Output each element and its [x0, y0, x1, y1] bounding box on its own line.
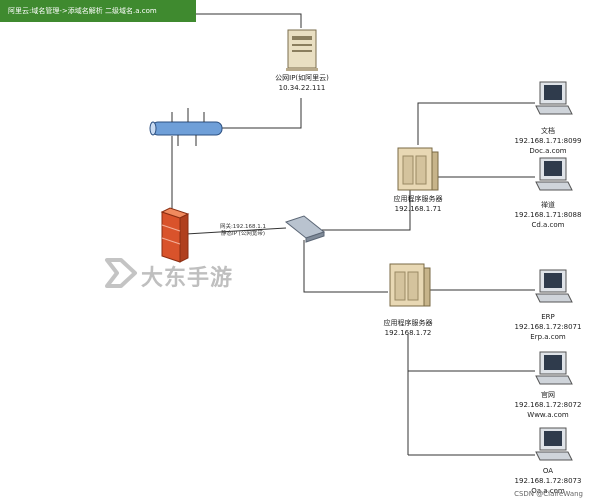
pc-docs-addr: 192.168.1.71:8099	[514, 137, 582, 145]
switch-icon	[284, 215, 326, 243]
pc-docs-name: 文档	[541, 127, 555, 135]
line-switch-to-server2	[303, 240, 388, 293]
public-server-label: 公网IP(如阿里云) 10.34.22.111	[262, 73, 342, 93]
pc-erp-addr: 192.168.1.72:8071	[514, 323, 582, 331]
app-server-1-icon	[397, 147, 439, 191]
app-server-2-icon	[389, 263, 431, 307]
pc-site-label: 官网 192.168.1.72:8072 Www.a.com	[510, 390, 586, 420]
pc-oa-addr: 192.168.1.72:8073	[514, 477, 582, 485]
pc-oa-label: OA 192.168.1.72:8073 Oa.a.com	[510, 466, 586, 496]
pc-erp-domain: Erp.a.com	[530, 333, 566, 341]
pc-site-domain: Www.a.com	[527, 411, 569, 419]
app-server-1-ip: 192.168.1.71	[394, 205, 442, 213]
line-public-to-backbone	[222, 98, 302, 129]
firewall-note-line2: 静态IP (公网宽带)	[221, 231, 265, 237]
pc-oa-domain: Oa.a.com	[531, 487, 565, 495]
line-banner-to-public	[196, 13, 302, 28]
pc-zen-label: 禅道 192.168.1.71:8088 Cd.a.com	[510, 200, 586, 230]
corner-credit: CSDN @ClaireWang	[514, 490, 583, 498]
watermark-text: 大东手游	[141, 266, 234, 291]
pc-zen-name: 禅道	[541, 201, 555, 209]
app-server-2-name: 应用程序服务器	[383, 319, 433, 327]
app-server-1-label: 应用程序服务器 192.168.1.71	[378, 194, 458, 214]
app-server-1-name: 应用程序服务器	[393, 195, 443, 203]
pc-erp-name: ERP	[541, 313, 555, 321]
pc-docs-domain: Doc.a.com	[529, 147, 567, 155]
public-server-icon	[286, 29, 318, 71]
pc-erp-label: ERP 192.168.1.72:8071 Erp.a.com	[510, 312, 586, 342]
pc-erp-icon	[535, 269, 573, 303]
watermark: 大东手游	[103, 256, 263, 291]
public-server-ip: 10.34.22.111	[278, 84, 326, 92]
app-server-2-ip: 192.168.1.72	[384, 329, 432, 337]
firewall-note-line1: 网关:192.168.1.1	[219, 224, 267, 230]
pc-zen-icon	[535, 157, 573, 191]
pc-docs-icon	[535, 81, 573, 115]
banner-note: 阿里云:域名管理->添域名解析 二级域名.a.com	[0, 0, 196, 22]
pc-site-addr: 192.168.1.72:8072	[514, 401, 582, 409]
watermark-logo-icon	[105, 258, 137, 288]
app-server-2-label: 应用程序服务器 192.168.1.72	[368, 318, 448, 338]
pc-docs-label: 文档 192.168.1.71:8099 Doc.a.com	[510, 126, 586, 156]
line-switch-to-server1	[322, 190, 411, 231]
firewall-icon	[160, 207, 190, 263]
line-server1-to-docs	[417, 102, 535, 145]
pc-zen-addr: 192.168.1.71:8088	[514, 211, 582, 219]
firewall-note: 网关:192.168.1.1 静态IP (公网宽带)	[208, 224, 278, 238]
pc-oa-name: OA	[542, 467, 554, 475]
connection-lines	[171, 13, 535, 456]
pc-site-icon	[535, 351, 573, 385]
backbone-icon	[149, 108, 223, 146]
pc-oa-icon	[535, 427, 573, 461]
public-server-name: 公网IP(如阿里云)	[275, 74, 329, 82]
line-firewall-to-switch	[185, 227, 287, 235]
pc-zen-domain: Cd.a.com	[531, 221, 565, 229]
pc-site-name: 官网	[541, 391, 555, 399]
